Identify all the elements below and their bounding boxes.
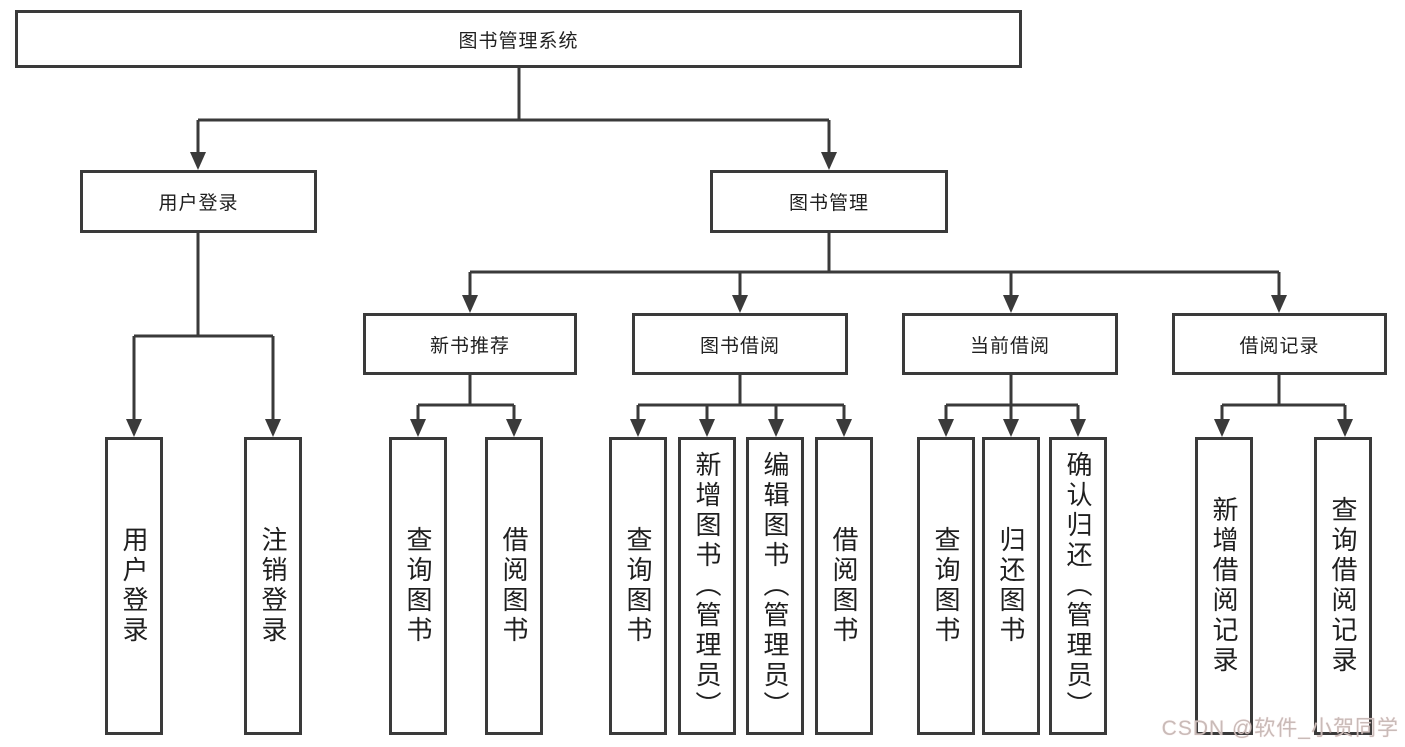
leaf-label: 用户登录 xyxy=(119,526,149,646)
leaf-label: 查询借阅记录 xyxy=(1328,496,1358,676)
leaf-label: 确认归还（管理员） xyxy=(1063,451,1093,721)
connector-current-borrow xyxy=(944,375,1080,421)
node-label: 图书管理 xyxy=(788,193,869,214)
leaf-label: 归还图书 xyxy=(996,526,1026,646)
node-label: 用户登录 xyxy=(158,193,239,214)
node-library-management-system: 图书管理系统 xyxy=(15,10,1022,68)
connector-book-management xyxy=(468,233,1281,297)
leaf-borrow-books-2: 借阅图书 xyxy=(815,437,873,735)
leaf-add-borrow-record: 新增借阅记录 xyxy=(1195,437,1253,735)
leaf-confirm-return-admin: 确认归还（管理员） xyxy=(1049,437,1107,735)
leaf-label: 借阅图书 xyxy=(829,526,859,646)
node-new-book-recommend: 新书推荐 xyxy=(363,313,577,375)
node-book-management: 图书管理 xyxy=(710,170,948,233)
node-current-borrow: 当前借阅 xyxy=(902,313,1118,375)
leaf-label: 查询图书 xyxy=(931,526,961,646)
node-borrow-records: 借阅记录 xyxy=(1172,313,1387,375)
node-label: 图书借阅 xyxy=(699,335,780,357)
leaf-label: 新增图书（管理员） xyxy=(692,451,722,721)
node-user-login: 用户登录 xyxy=(80,170,317,233)
leaf-query-books-2: 查询图书 xyxy=(609,437,667,735)
connector-new-book-recommend xyxy=(416,375,516,421)
leaf-return-books: 归还图书 xyxy=(982,437,1040,735)
csdn-watermark: CSDN @软件_小贺同学 xyxy=(1161,717,1399,740)
node-label: 借阅记录 xyxy=(1239,335,1320,357)
arrowheads xyxy=(126,152,1353,437)
leaf-query-borrow-record: 查询借阅记录 xyxy=(1314,437,1372,735)
leaf-edit-books-admin: 编辑图书（管理员） xyxy=(746,437,804,735)
node-label: 图书管理系统 xyxy=(458,30,579,52)
node-label: 新书推荐 xyxy=(429,335,510,357)
leaf-label: 查询图书 xyxy=(403,526,433,646)
leaf-user-login: 用户登录 xyxy=(105,437,163,735)
leaf-query-books-1: 查询图书 xyxy=(389,437,447,735)
connector-user-login xyxy=(132,233,275,421)
connector-borrow-records xyxy=(1220,375,1347,421)
leaf-borrow-books-1: 借阅图书 xyxy=(485,437,543,735)
leaf-label: 新增借阅记录 xyxy=(1209,496,1239,676)
leaf-logout: 注销登录 xyxy=(244,437,302,735)
leaf-label: 编辑图书（管理员） xyxy=(760,451,790,721)
connector-book-borrow xyxy=(636,375,846,421)
node-label: 当前借阅 xyxy=(969,335,1050,357)
leaf-add-books-admin: 新增图书（管理员） xyxy=(678,437,736,735)
connector-root xyxy=(196,68,831,154)
leaf-label: 借阅图书 xyxy=(499,526,529,646)
leaf-query-books-3: 查询图书 xyxy=(917,437,975,735)
leaf-label: 查询图书 xyxy=(623,526,653,646)
leaf-label: 注销登录 xyxy=(258,526,288,646)
node-book-borrow: 图书借阅 xyxy=(632,313,848,375)
